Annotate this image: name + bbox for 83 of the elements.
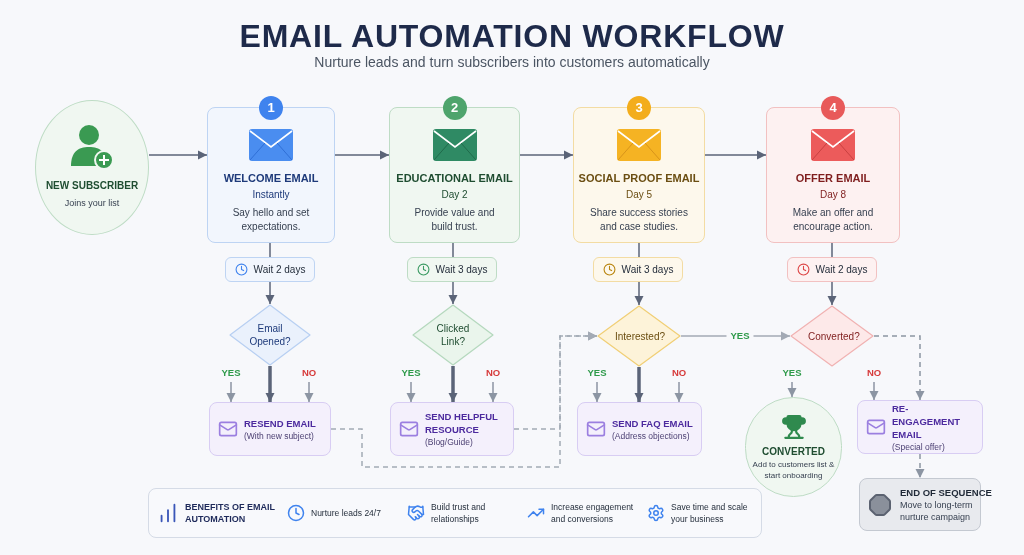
action-note: (Blog/Guide) xyxy=(425,436,474,448)
action-title: SEND HELPFUL RESOURCE xyxy=(425,410,499,436)
step-description: Say hello and set expectations. xyxy=(231,205,311,234)
connector-line xyxy=(452,242,454,258)
step-number-badge: 3 xyxy=(627,96,651,120)
benefit-text: Save time and scale your business xyxy=(671,501,749,525)
step-timing: Day 8 xyxy=(819,187,847,202)
benefit-text: Increase engagement and conversions xyxy=(551,501,635,525)
decision-diamond xyxy=(790,305,874,367)
arrow xyxy=(226,381,236,403)
wait-badge xyxy=(407,257,497,282)
dashed-arrow xyxy=(915,453,925,479)
action-note: (Address objections) xyxy=(612,429,691,442)
benefit-text: Nurture leads 24/7 xyxy=(311,507,382,519)
step-title: WELCOME EMAIL xyxy=(223,171,319,186)
step-timing: Day 5 xyxy=(625,187,653,202)
arrow xyxy=(334,150,390,160)
benefits-panel xyxy=(148,488,762,538)
decision-text: Email Opened? xyxy=(248,322,292,348)
step-title: OFFER EMAIL xyxy=(795,171,871,186)
action-box xyxy=(577,402,702,456)
arrow xyxy=(634,281,644,306)
node-subtitle: Joins your list xyxy=(64,197,120,211)
action-box xyxy=(209,402,331,456)
arrow xyxy=(448,366,458,402)
wait-badge xyxy=(593,257,683,282)
action-title: SEND FAQ EMAIL xyxy=(612,416,693,430)
connector-line xyxy=(269,242,271,258)
decision-diamond xyxy=(412,304,494,366)
decision-text: Clicked Link? xyxy=(435,322,471,348)
action-title: RE-ENGAGEMENT EMAIL xyxy=(892,401,962,441)
node-title: NEW SUBSCRIBER xyxy=(45,179,139,194)
benefit-text: Build trust and relationships xyxy=(431,501,487,525)
action-box xyxy=(390,402,514,456)
goal-text: Add to customers list & start onboarding xyxy=(751,458,836,481)
wait-badge xyxy=(787,257,877,282)
subtitle: Nurture leads and turn subscribers into customers automatically xyxy=(314,53,710,72)
step-description: Make an offer and encourage action. xyxy=(791,205,875,234)
connector-line xyxy=(831,242,833,258)
step-timing: Instantly xyxy=(252,187,290,202)
connector-line xyxy=(638,242,640,258)
step-title: SOCIAL PROOF EMAIL xyxy=(578,171,700,186)
decision-diamond xyxy=(229,304,311,366)
arrow xyxy=(265,366,275,402)
arrow xyxy=(488,381,498,403)
arrow xyxy=(674,381,684,403)
arrow xyxy=(265,281,275,305)
arrow xyxy=(592,381,602,403)
arrow xyxy=(304,381,314,403)
end-text: Move to long-term nurture campaign xyxy=(900,499,974,523)
goal-title: CONVERTED xyxy=(762,444,825,459)
arrow xyxy=(787,381,797,398)
arrow xyxy=(148,150,208,160)
step-timing: Day 2 xyxy=(441,187,468,202)
title: EMAIL AUTOMATION WORKFLOW xyxy=(239,17,785,56)
dashed-arrow xyxy=(873,335,925,401)
action-title: RESEND EMAIL xyxy=(244,416,316,430)
step-number-badge: 4 xyxy=(821,96,845,120)
end-title: END OF SEQUENCE xyxy=(900,486,992,499)
arrow xyxy=(704,150,767,160)
arrow xyxy=(869,381,879,401)
decision-text: Interested? xyxy=(615,329,663,343)
arrow xyxy=(448,281,458,305)
wait-text: Wait 3 days xyxy=(435,263,488,277)
decision-diamond xyxy=(597,305,681,367)
arrow xyxy=(406,381,416,403)
step-title: EDUCATIONAL EMAIL xyxy=(396,171,513,186)
arrow xyxy=(634,367,644,402)
step-description: Provide value and build trust. xyxy=(413,205,496,234)
step-description: Share success stories and case studies. xyxy=(589,205,689,234)
action-note: (Special offer) xyxy=(892,440,946,453)
arrow xyxy=(519,150,574,160)
arrow xyxy=(827,281,837,306)
wait-text: Wait 2 days xyxy=(815,263,868,277)
action-note: (With new subject) xyxy=(244,429,315,442)
wait-text: Wait 2 days xyxy=(253,263,306,277)
action-box xyxy=(857,400,983,454)
benefits-heading: BENEFITS OF EMAIL AUTOMATION xyxy=(185,501,275,525)
wait-text: Wait 3 days xyxy=(621,263,674,277)
step-number-badge: 2 xyxy=(442,96,467,120)
dashed-arrow xyxy=(513,331,598,430)
wait-badge xyxy=(225,257,315,282)
step-number-badge: 1 xyxy=(259,96,283,120)
